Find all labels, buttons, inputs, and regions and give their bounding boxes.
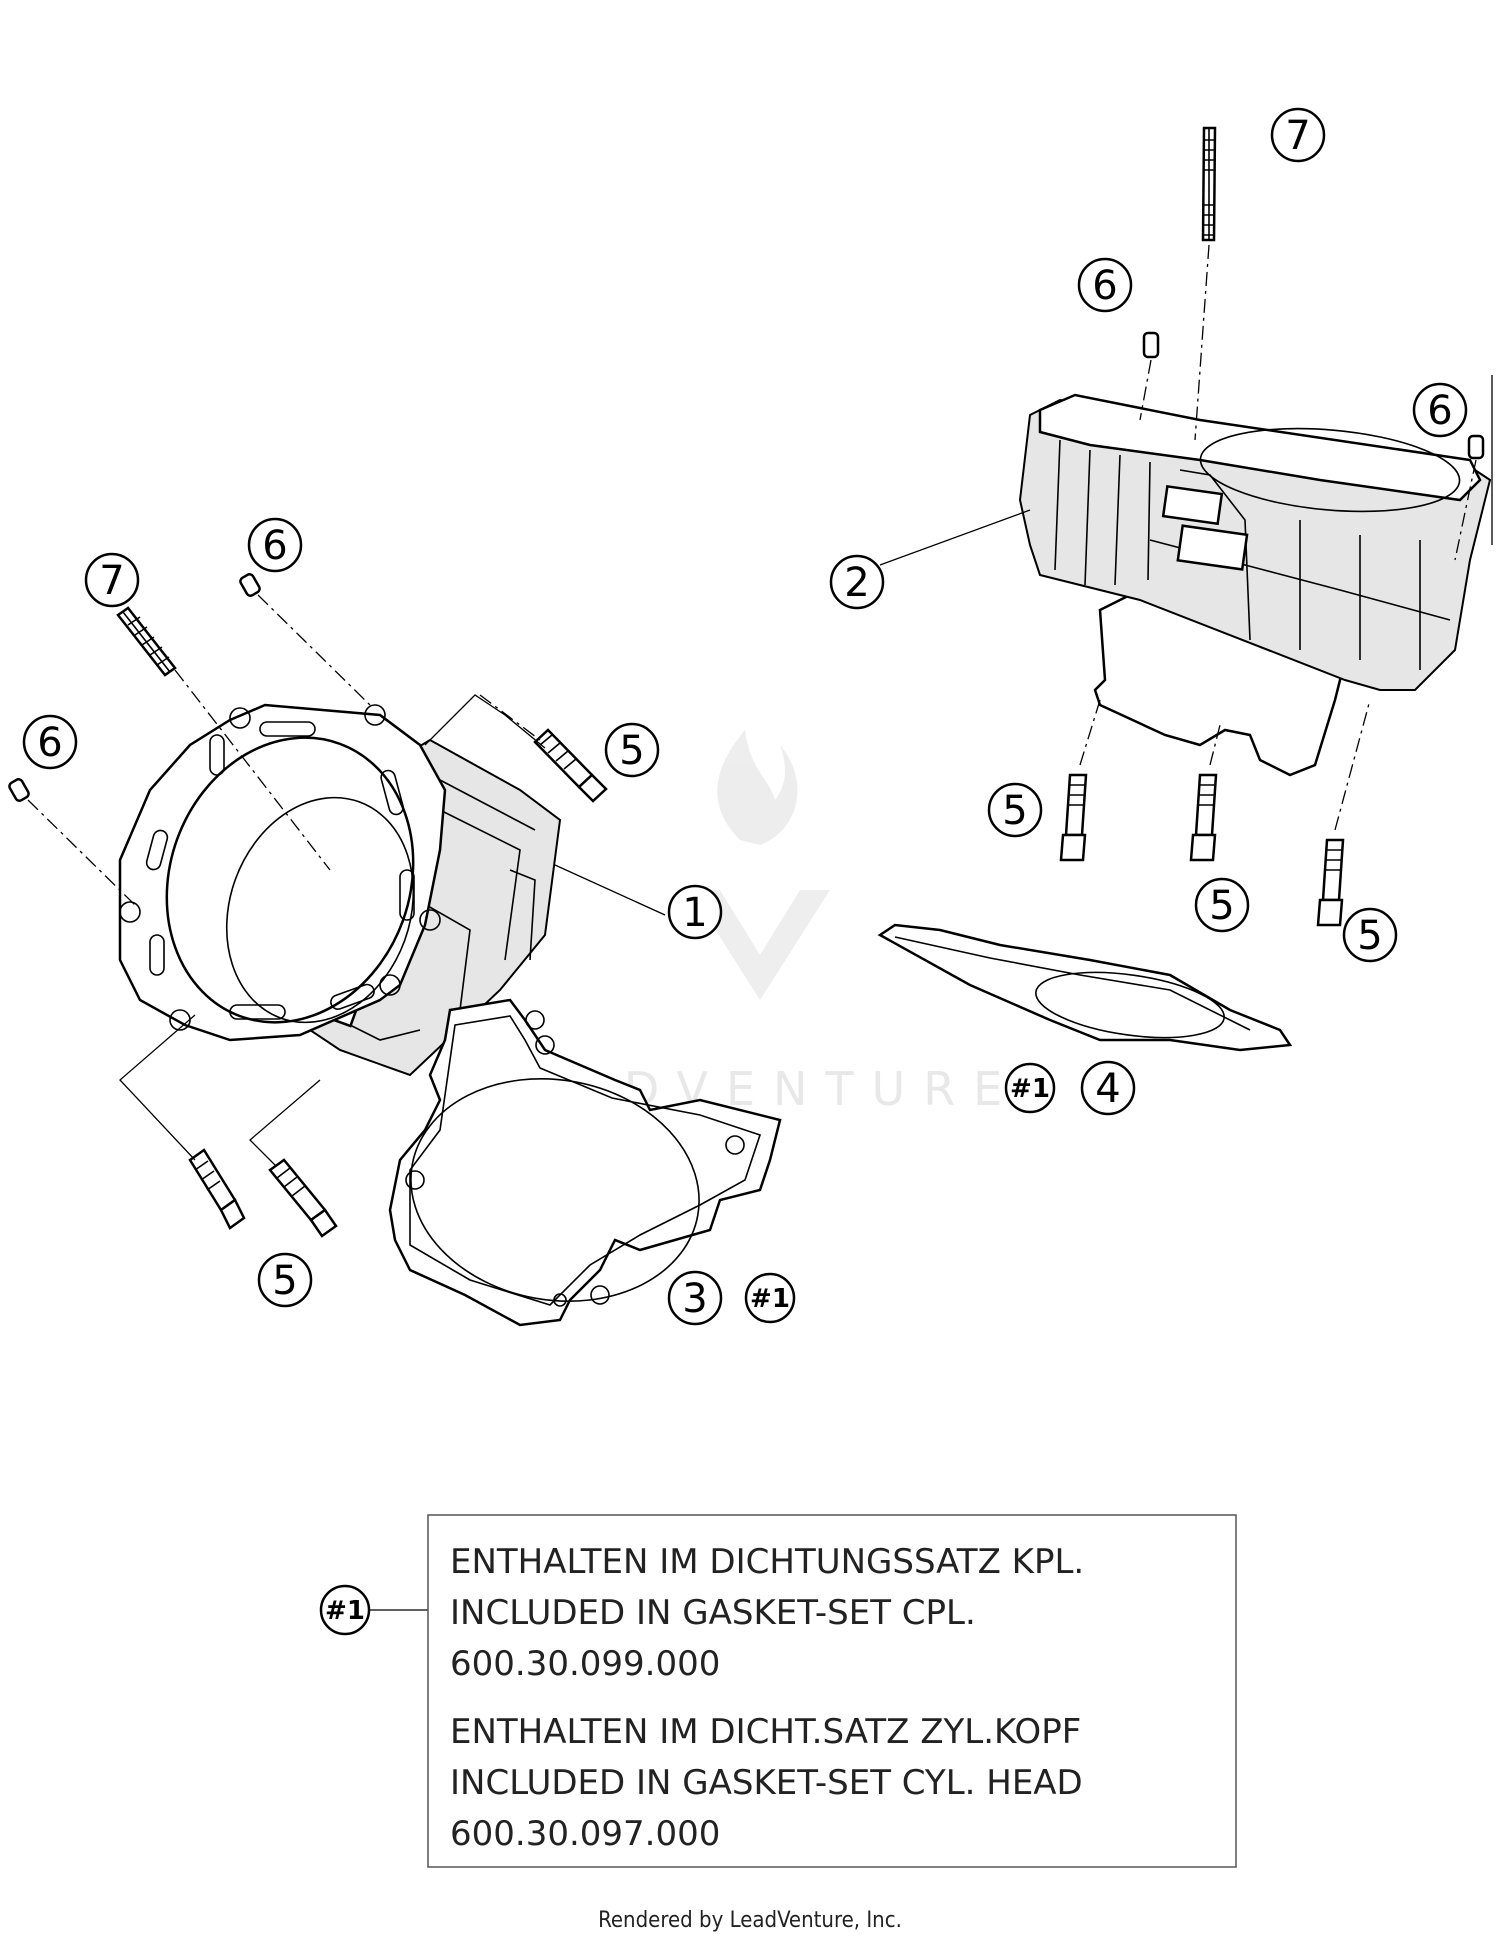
callout-3[interactable]: 3 [667, 1270, 723, 1326]
note-line-1: ENTHALTEN IM DICHTUNGSSATZ KPL. [450, 1542, 1084, 1582]
callout-5-lower-left[interactable]: 5 [257, 1252, 313, 1308]
leader-bolt-upper-left-dash [479, 694, 541, 741]
callout-3-label: 3 [682, 1276, 707, 1322]
leader-bolt-right-c [1334, 699, 1371, 831]
dowel-6-left-drawing [8, 778, 30, 802]
leader-dowel-left [27, 799, 136, 906]
dowel-6-right-drawing [1467, 434, 1485, 460]
cylinder-rear-drawing [1018, 393, 1492, 777]
dowel-6-upper-right-drawing [1142, 331, 1160, 359]
callout-5-upper-left-label: 5 [619, 728, 644, 774]
bolt-5-upper-left-drawing [533, 728, 608, 803]
note-ref-label: #1 [325, 1596, 365, 1626]
callout-5-right-b[interactable]: 5 [1194, 877, 1250, 933]
callout-ref-3[interactable]: #1 [744, 1272, 796, 1324]
callout-6-left[interactable]: 6 [22, 714, 78, 770]
callout-7-right[interactable]: 7 [1270, 107, 1326, 163]
callout-6-upper-left-label: 6 [262, 523, 287, 569]
note-line-4: ENTHALTEN IM DICHT.SATZ ZYL.KOPF [450, 1712, 1081, 1752]
leader-dowel-upper-right [1139, 359, 1152, 421]
cylinder-head-gasket-4-drawing [877, 923, 1293, 1052]
callout-1-label: 1 [682, 890, 707, 936]
callout-ref-3-label: #1 [750, 1284, 790, 1314]
callout-5-right-b-label: 5 [1209, 883, 1234, 929]
leader-dowel-upper-left [257, 594, 371, 706]
callout-1[interactable]: 1 [667, 884, 723, 940]
watermark-logo [690, 730, 830, 1000]
leader-cylinder-1 [554, 864, 666, 916]
callout-5-lower-left-label: 5 [272, 1258, 297, 1304]
bolt-5-right-c-drawing [1316, 838, 1345, 927]
bolt-5-right-a-drawing [1059, 773, 1088, 862]
callout-5-right-c-label: 5 [1357, 913, 1382, 959]
cylinder-front-drawing [118, 703, 562, 1077]
stud-7-left-drawing [116, 606, 177, 677]
callout-4[interactable]: 4 [1080, 1060, 1136, 1116]
note-line-2: INCLUDED IN GASKET-SET CPL. [450, 1593, 976, 1633]
leader-stud-left [174, 669, 331, 871]
callout-6-right-label: 6 [1427, 388, 1452, 434]
callout-ref-4[interactable]: #1 [1004, 1062, 1056, 1114]
callout-4-label: 4 [1095, 1066, 1120, 1112]
callout-2-label: 2 [844, 560, 869, 606]
callout-5-upper-left[interactable]: 5 [604, 722, 660, 778]
dowel-6-upper-left-drawing [239, 573, 261, 597]
leader-bolts-lower-left [119, 1014, 321, 1166]
leader-bolt-upper-left [424, 694, 546, 749]
leader-cylinder-2 [879, 509, 1031, 566]
bolt-5-lower-left-a-drawing [188, 1148, 246, 1230]
bolt-5-right-b-drawing [1189, 773, 1218, 862]
callout-7-right-label: 7 [1285, 113, 1310, 159]
note-line-3: 600.30.099.000 [450, 1644, 720, 1684]
leader-bolt-right-a [1079, 699, 1101, 766]
callout-7-left-label: 7 [99, 558, 124, 604]
footer-credit: Rendered by LeadVenture, Inc. [598, 1908, 902, 1933]
leader-bolt-right-b [1209, 724, 1221, 766]
gasket-set-note: #1 ENTHALTEN IM DICHTUNGSSATZ KPL. INCLU… [319, 1514, 1237, 1868]
callout-ref-4-label: #1 [1010, 1074, 1050, 1104]
callout-5-right-c[interactable]: 5 [1342, 907, 1398, 963]
callout-6-right[interactable]: 6 [1412, 382, 1468, 438]
callout-7-left[interactable]: 7 [84, 552, 140, 608]
note-line-6: 600.30.097.000 [450, 1814, 720, 1854]
note-ref-callout[interactable]: #1 [319, 1584, 371, 1636]
bolt-5-lower-left-b-drawing [268, 1158, 338, 1238]
leader-stud-right [1194, 244, 1210, 441]
stud-7-right-drawing [1201, 126, 1217, 242]
callout-6-upper-left[interactable]: 6 [247, 517, 303, 573]
callout-5-right-a[interactable]: 5 [987, 782, 1043, 838]
callout-6-upper-right-label: 6 [1092, 263, 1117, 309]
cylinder-base-gasket-3-drawing [388, 998, 782, 1327]
callout-6-upper-right[interactable]: 6 [1077, 257, 1133, 313]
callout-2[interactable]: 2 [829, 554, 885, 610]
callout-6-left-label: 6 [37, 720, 62, 766]
callout-5-right-a-label: 5 [1002, 788, 1027, 834]
leader-dowel-right [1454, 459, 1477, 561]
note-box [427, 1514, 1237, 1868]
note-line-5: INCLUDED IN GASKET-SET CYL. HEAD [450, 1763, 1083, 1803]
